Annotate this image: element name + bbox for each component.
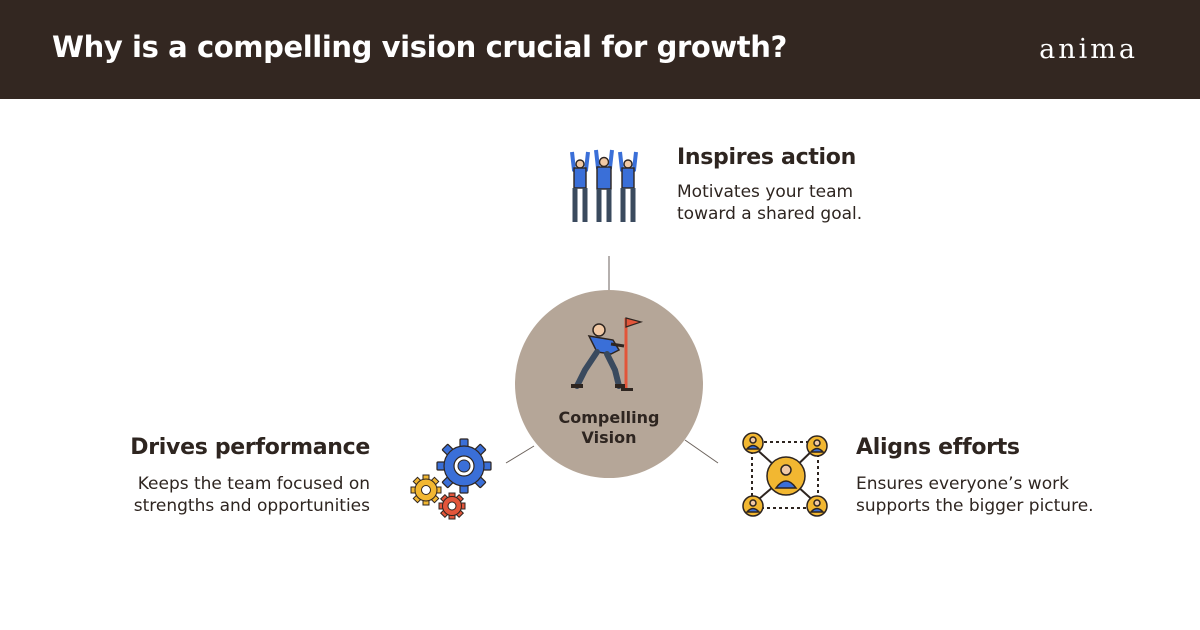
aligns-desc-line2: supports the bigger picture. xyxy=(856,496,1094,516)
brand-logo: anima xyxy=(1039,34,1138,65)
team-celebrating-icon xyxy=(570,149,638,222)
gears-icon xyxy=(410,438,492,520)
connector-left xyxy=(505,445,535,464)
drives-desc-line2: strengths and opportunities xyxy=(133,496,370,516)
hub-circle: Compelling Vision xyxy=(515,290,703,478)
drives-title: Drives performance xyxy=(130,435,370,460)
hub-label-line2: Vision xyxy=(581,428,637,447)
person-planting-flag-icon xyxy=(571,317,644,391)
inspires-title: Inspires action xyxy=(677,145,856,170)
network-people-icon xyxy=(742,432,828,517)
hub-label-line1: Compelling xyxy=(558,408,660,427)
hub-label: Compelling Vision xyxy=(515,408,703,448)
page-title: Why is a compelling vision crucial for g… xyxy=(52,30,787,64)
drives-desc-line1: Keeps the team focused on xyxy=(137,474,370,494)
inspires-desc-line2: toward a shared goal. xyxy=(677,204,863,224)
aligns-title: Aligns efforts xyxy=(856,435,1020,460)
header-bar: Why is a compelling vision crucial for g… xyxy=(0,0,1200,99)
connector-right xyxy=(684,439,719,464)
aligns-desc-line1: Ensures everyone’s work xyxy=(856,474,1069,494)
inspires-desc-line1: Motivates your team xyxy=(677,182,854,202)
